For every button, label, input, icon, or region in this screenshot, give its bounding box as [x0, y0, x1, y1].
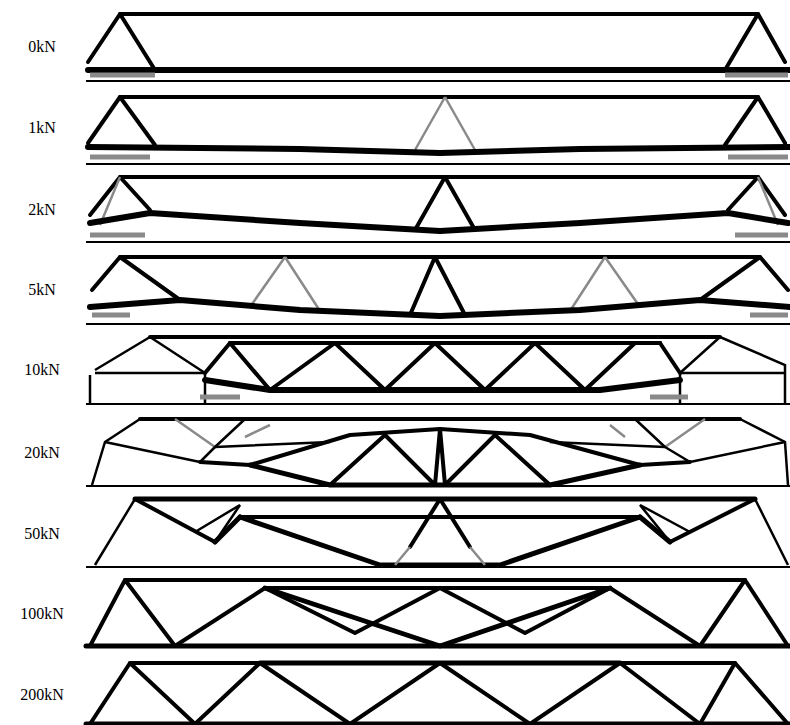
structure-50kn — [86, 499, 790, 567]
structure-5kn — [86, 257, 790, 324]
load-label: 200kN — [2, 685, 82, 705]
load-label: 5kN — [2, 280, 82, 300]
structure-200kn — [86, 663, 790, 724]
load-label: 50kN — [2, 524, 82, 544]
structure-2kn — [86, 177, 790, 242]
load-label: 1kN — [2, 118, 82, 138]
structure-100kn — [86, 580, 790, 646]
load-label: 0kN — [2, 37, 82, 57]
load-label: 100kN — [2, 604, 82, 624]
load-label: 10kN — [2, 360, 82, 380]
load-label: 2kN — [2, 200, 82, 220]
load-label: 20kN — [2, 443, 82, 463]
structure-10kn — [86, 337, 790, 404]
structure-1kn — [86, 97, 790, 164]
structure-20kn — [86, 419, 790, 486]
structure-0kn — [86, 14, 790, 81]
